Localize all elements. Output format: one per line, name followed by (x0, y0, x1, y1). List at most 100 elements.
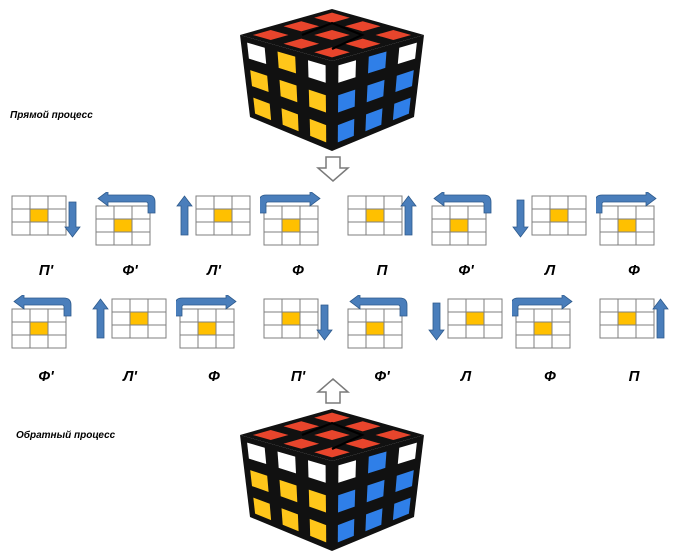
move-grid (347, 195, 403, 236)
cube-left-sticker (308, 89, 326, 113)
move-diagram (176, 192, 254, 248)
cube-top-sticker (314, 12, 350, 23)
cube-right-sticker (338, 489, 356, 513)
cube-left-sticker (277, 451, 296, 474)
cube-top-sticker (375, 430, 412, 440)
cube-left-sticker (279, 479, 298, 503)
move-diagram (260, 295, 338, 351)
cube-right-sticker (365, 508, 383, 532)
move-arrow-icon (13, 295, 72, 317)
move-label: Ф (208, 368, 220, 385)
move-grid (11, 195, 67, 236)
move-arrow-icon (97, 192, 156, 214)
move-grid (515, 308, 571, 349)
cube-right-sticker (366, 479, 385, 503)
up-arrow-bottom (315, 378, 351, 409)
move-label: Л' (123, 368, 137, 385)
cube-top-sticker (344, 21, 381, 32)
cube-right-sticker (395, 70, 414, 92)
move-arrow-icon (512, 295, 573, 317)
cube-right-sticker (397, 442, 417, 464)
cube-right-sticker (338, 89, 356, 113)
cube-left-sticker (247, 442, 267, 464)
cube-right-sticker (338, 460, 356, 483)
cube-top-sticker (283, 38, 320, 49)
cube-left-sticker (308, 460, 326, 483)
cube-left-sticker (279, 79, 298, 103)
move-grid (263, 298, 319, 339)
cube-right-sticker (337, 518, 355, 543)
move-arrow-icon (652, 298, 669, 339)
move-grid (531, 195, 587, 236)
cube-top-sticker (314, 30, 350, 40)
move-diagram (8, 295, 86, 351)
move-label: Л (460, 368, 472, 385)
cube-left-sticker (247, 42, 267, 64)
move-grid (179, 308, 235, 349)
move-diagram (596, 295, 673, 351)
move-label: Ф (292, 262, 304, 279)
cube-top-sticker (375, 30, 412, 40)
cube-right-sticker (392, 497, 411, 521)
move-diagram (176, 295, 254, 351)
move-grid (431, 205, 487, 246)
move-diagram (344, 295, 422, 351)
cube-right-sticker (365, 108, 383, 132)
move-arrow-icon (176, 295, 237, 317)
cube-top-sticker (314, 47, 350, 58)
move-grid (599, 298, 655, 339)
cube-left-sticker (309, 118, 327, 143)
move-grid (111, 298, 167, 339)
move-diagram (260, 192, 338, 248)
move-diagram (8, 192, 86, 248)
move-diagram (92, 295, 170, 351)
move-label: П (628, 368, 640, 385)
move-arrow-icon (400, 195, 417, 236)
cube-left-sticker (253, 497, 272, 521)
move-diagram (344, 192, 422, 248)
cube-right-sticker (337, 118, 355, 143)
move-arrow-icon (428, 302, 445, 341)
cube-left-sticker (250, 470, 269, 492)
move-label: Ф' (122, 262, 138, 279)
move-diagram (512, 295, 590, 351)
cube-left-sticker (309, 518, 327, 543)
cube-left-sticker (281, 108, 299, 132)
move-diagram (92, 192, 170, 248)
down-arrow-top (315, 156, 351, 187)
cube-left-sticker (308, 489, 326, 513)
move-grid (95, 205, 151, 246)
cube-top-sticker (314, 412, 350, 423)
move-label: П' (38, 262, 54, 279)
cube-right-sticker (368, 51, 387, 74)
move-label: Ф' (458, 262, 474, 279)
move-arrow-icon (349, 295, 408, 317)
move-arrow-icon (176, 195, 193, 236)
move-grid (447, 298, 503, 339)
cube-right-sticker (338, 60, 356, 83)
cube-top-sticker (283, 438, 320, 449)
cube-right-sticker (395, 470, 414, 492)
move-label: Л (544, 262, 556, 279)
move-arrow-icon (512, 199, 529, 238)
move-arrow-icon (92, 298, 109, 339)
caption-forward-process: Прямой процесс (10, 110, 93, 121)
move-diagram (596, 192, 673, 248)
cube-left-sticker (277, 51, 296, 74)
move-label: П' (290, 368, 306, 385)
move-label: Ф (544, 368, 556, 385)
cube-right-sticker (392, 97, 411, 121)
cube-right-sticker (366, 79, 385, 103)
cube-left-sticker (253, 97, 272, 121)
move-label: Ф (628, 262, 640, 279)
move-grid (195, 195, 251, 236)
move-diagram (428, 295, 506, 351)
move-label: П (376, 262, 388, 279)
move-label: Ф' (374, 368, 390, 385)
cube-top-sticker (314, 447, 350, 458)
move-label: Ф' (38, 368, 54, 385)
cube-left-sticker (281, 508, 299, 532)
move-label: Л' (207, 262, 221, 279)
cube-top-image (232, 5, 432, 160)
move-grid (599, 205, 655, 246)
